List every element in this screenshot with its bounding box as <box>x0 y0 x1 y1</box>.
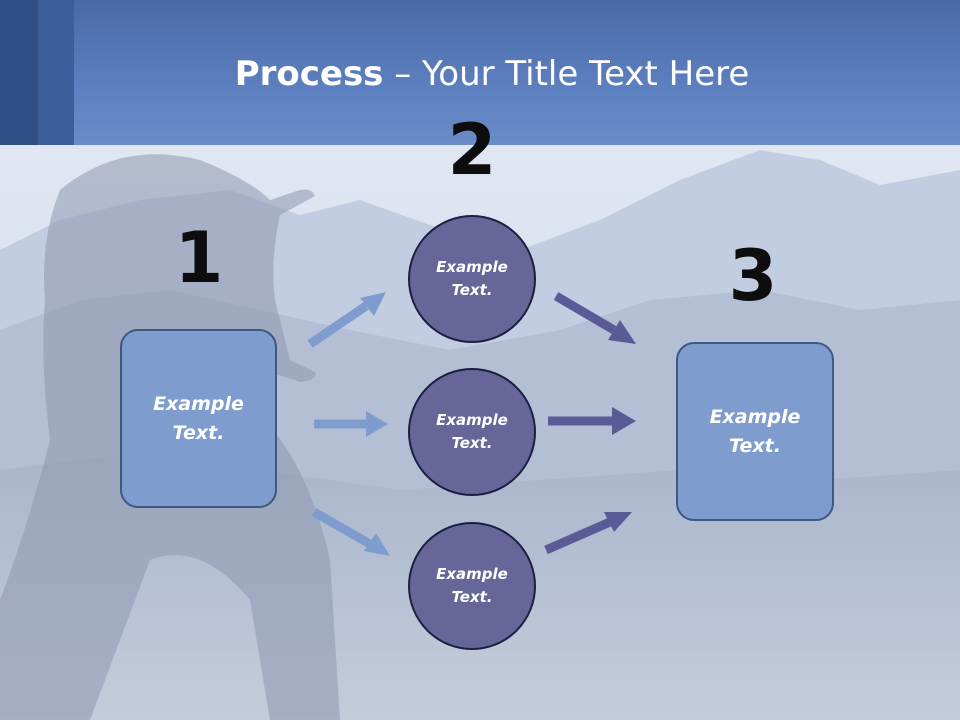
circle-middle: Example Text. <box>408 368 536 496</box>
start-box-text: Example Text. <box>153 392 244 444</box>
header-band <box>0 0 960 145</box>
arrow-top-to-end <box>553 292 636 344</box>
slide-title: Process – Your Title Text Here <box>0 52 960 96</box>
step-number-2: 2 <box>447 109 497 191</box>
circle-bottom: Example Text. <box>408 522 536 650</box>
step-number-1: 1 <box>174 217 224 299</box>
arrow-bottom-to-end <box>544 512 632 555</box>
title-bold: Process <box>234 54 384 94</box>
step-number-3: 3 <box>728 235 778 317</box>
start-box: Example Text. <box>120 329 277 508</box>
header-stripe <box>38 0 74 145</box>
end-box-text: Example Text. <box>709 405 801 457</box>
circle-top-text: Example Text. <box>436 258 508 299</box>
arrow-start-to-top <box>307 292 386 348</box>
end-box: Example Text. <box>676 342 834 521</box>
arrow-start-to-middle <box>314 411 388 437</box>
circle-bottom-text: Example Text. <box>436 565 508 606</box>
header-stripe <box>0 0 38 145</box>
circle-middle-text: Example Text. <box>436 411 508 452</box>
circle-top: Example Text. <box>408 215 536 343</box>
arrow-start-to-bottom <box>311 508 390 556</box>
title-rest: – Your Title Text Here <box>383 54 750 94</box>
arrow-middle-to-end <box>548 407 636 435</box>
